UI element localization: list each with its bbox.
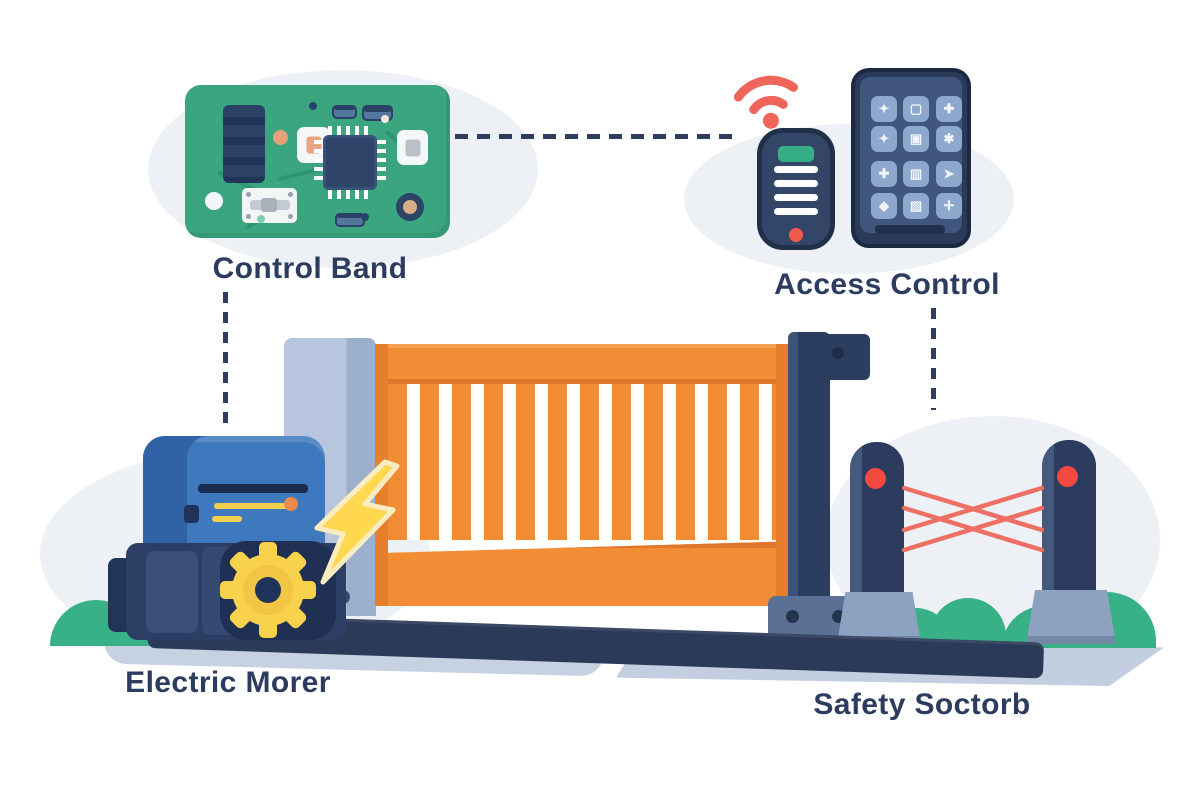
gear-icon <box>220 542 316 638</box>
motor-side-nub <box>184 505 199 523</box>
keypad-speaker <box>875 225 945 234</box>
sensor-post-left <box>850 442 904 598</box>
motor-base-panel <box>146 551 198 633</box>
solder-dot <box>309 102 317 110</box>
bolt-dot <box>832 347 844 359</box>
circuit-board <box>185 85 450 238</box>
relay-module <box>242 188 297 223</box>
resistor <box>332 105 357 119</box>
motor-body <box>143 436 325 556</box>
keypad-key: ✱ <box>936 126 962 152</box>
laser-beams-icon <box>901 485 1045 553</box>
keypad-key: ▨ <box>903 193 929 219</box>
resistor <box>335 213 365 227</box>
keypad-key: ▣ <box>903 126 929 152</box>
keypad-key: ▢ <box>903 96 929 122</box>
control-board-label: Control Band <box>212 252 408 285</box>
tactile-button <box>397 130 428 165</box>
chip-pins <box>314 140 323 185</box>
component-core <box>403 200 417 214</box>
keypad-key: ✚ <box>936 96 962 122</box>
connector-line-vertical-right <box>931 308 936 410</box>
capacitor-dot <box>273 130 288 145</box>
microchip <box>314 126 386 199</box>
remote-button-bars <box>774 166 818 173</box>
chip-pins <box>328 190 372 199</box>
mounting-hole <box>205 192 223 210</box>
remote-signal-button <box>778 146 814 162</box>
keypad-key: ▥ <box>903 161 929 187</box>
keypad-key: ✦ <box>871 96 897 122</box>
motor-indicator-line <box>212 516 242 522</box>
sensor-led-icon <box>865 468 886 489</box>
screw <box>246 192 251 197</box>
motor-indicator-dot <box>284 497 298 511</box>
gate-post-right <box>788 332 830 634</box>
relay-stack-component <box>223 105 265 183</box>
wifi-icon <box>733 75 798 129</box>
sensor-led-icon <box>1057 466 1078 487</box>
gate-post-bracket <box>812 334 870 380</box>
solder-dot <box>257 215 265 223</box>
solder-dot <box>361 213 369 221</box>
sliding-gate-panel <box>375 344 789 606</box>
safety-sensor-label: Safety Soctorb <box>813 688 1031 721</box>
button-pad <box>405 139 420 156</box>
gate-slats <box>388 384 776 540</box>
lightning-icon <box>314 459 400 585</box>
connector-line-horizontal <box>455 134 741 139</box>
solder-dot <box>381 115 389 123</box>
motor-vent-slot <box>198 484 308 493</box>
motor-indicator-line <box>214 503 288 509</box>
keypad-key: ✛ <box>936 193 962 219</box>
electric-motor-label: Electric Morer <box>125 666 331 699</box>
bolt-dot <box>786 610 799 623</box>
round-component <box>396 193 424 221</box>
access-keypad: ✦ ▢ ✚ ✦ ▣ ✱ ✚ ▥ ➤ ◆ ▨ ✛ <box>851 68 971 248</box>
relay-knob <box>261 198 277 212</box>
keypad-key: ✦ <box>871 126 897 152</box>
gate-frame-edge <box>776 344 789 606</box>
remote-led-icon <box>789 228 803 242</box>
keypad-key: ◆ <box>871 193 897 219</box>
sensor-post-right <box>1042 440 1096 600</box>
connector-line-vertical-left <box>223 292 228 425</box>
gate-top-rail <box>375 344 789 384</box>
gate-bottom-rail <box>375 541 789 606</box>
chip-pins <box>328 126 372 135</box>
keypad-key: ✚ <box>871 161 897 187</box>
remote-control <box>757 128 835 250</box>
chip-pins <box>377 140 386 185</box>
keypad-key: ➤ <box>936 161 962 187</box>
access-control-label: Access Control <box>774 268 1000 301</box>
sensor-base-right <box>1026 590 1116 644</box>
